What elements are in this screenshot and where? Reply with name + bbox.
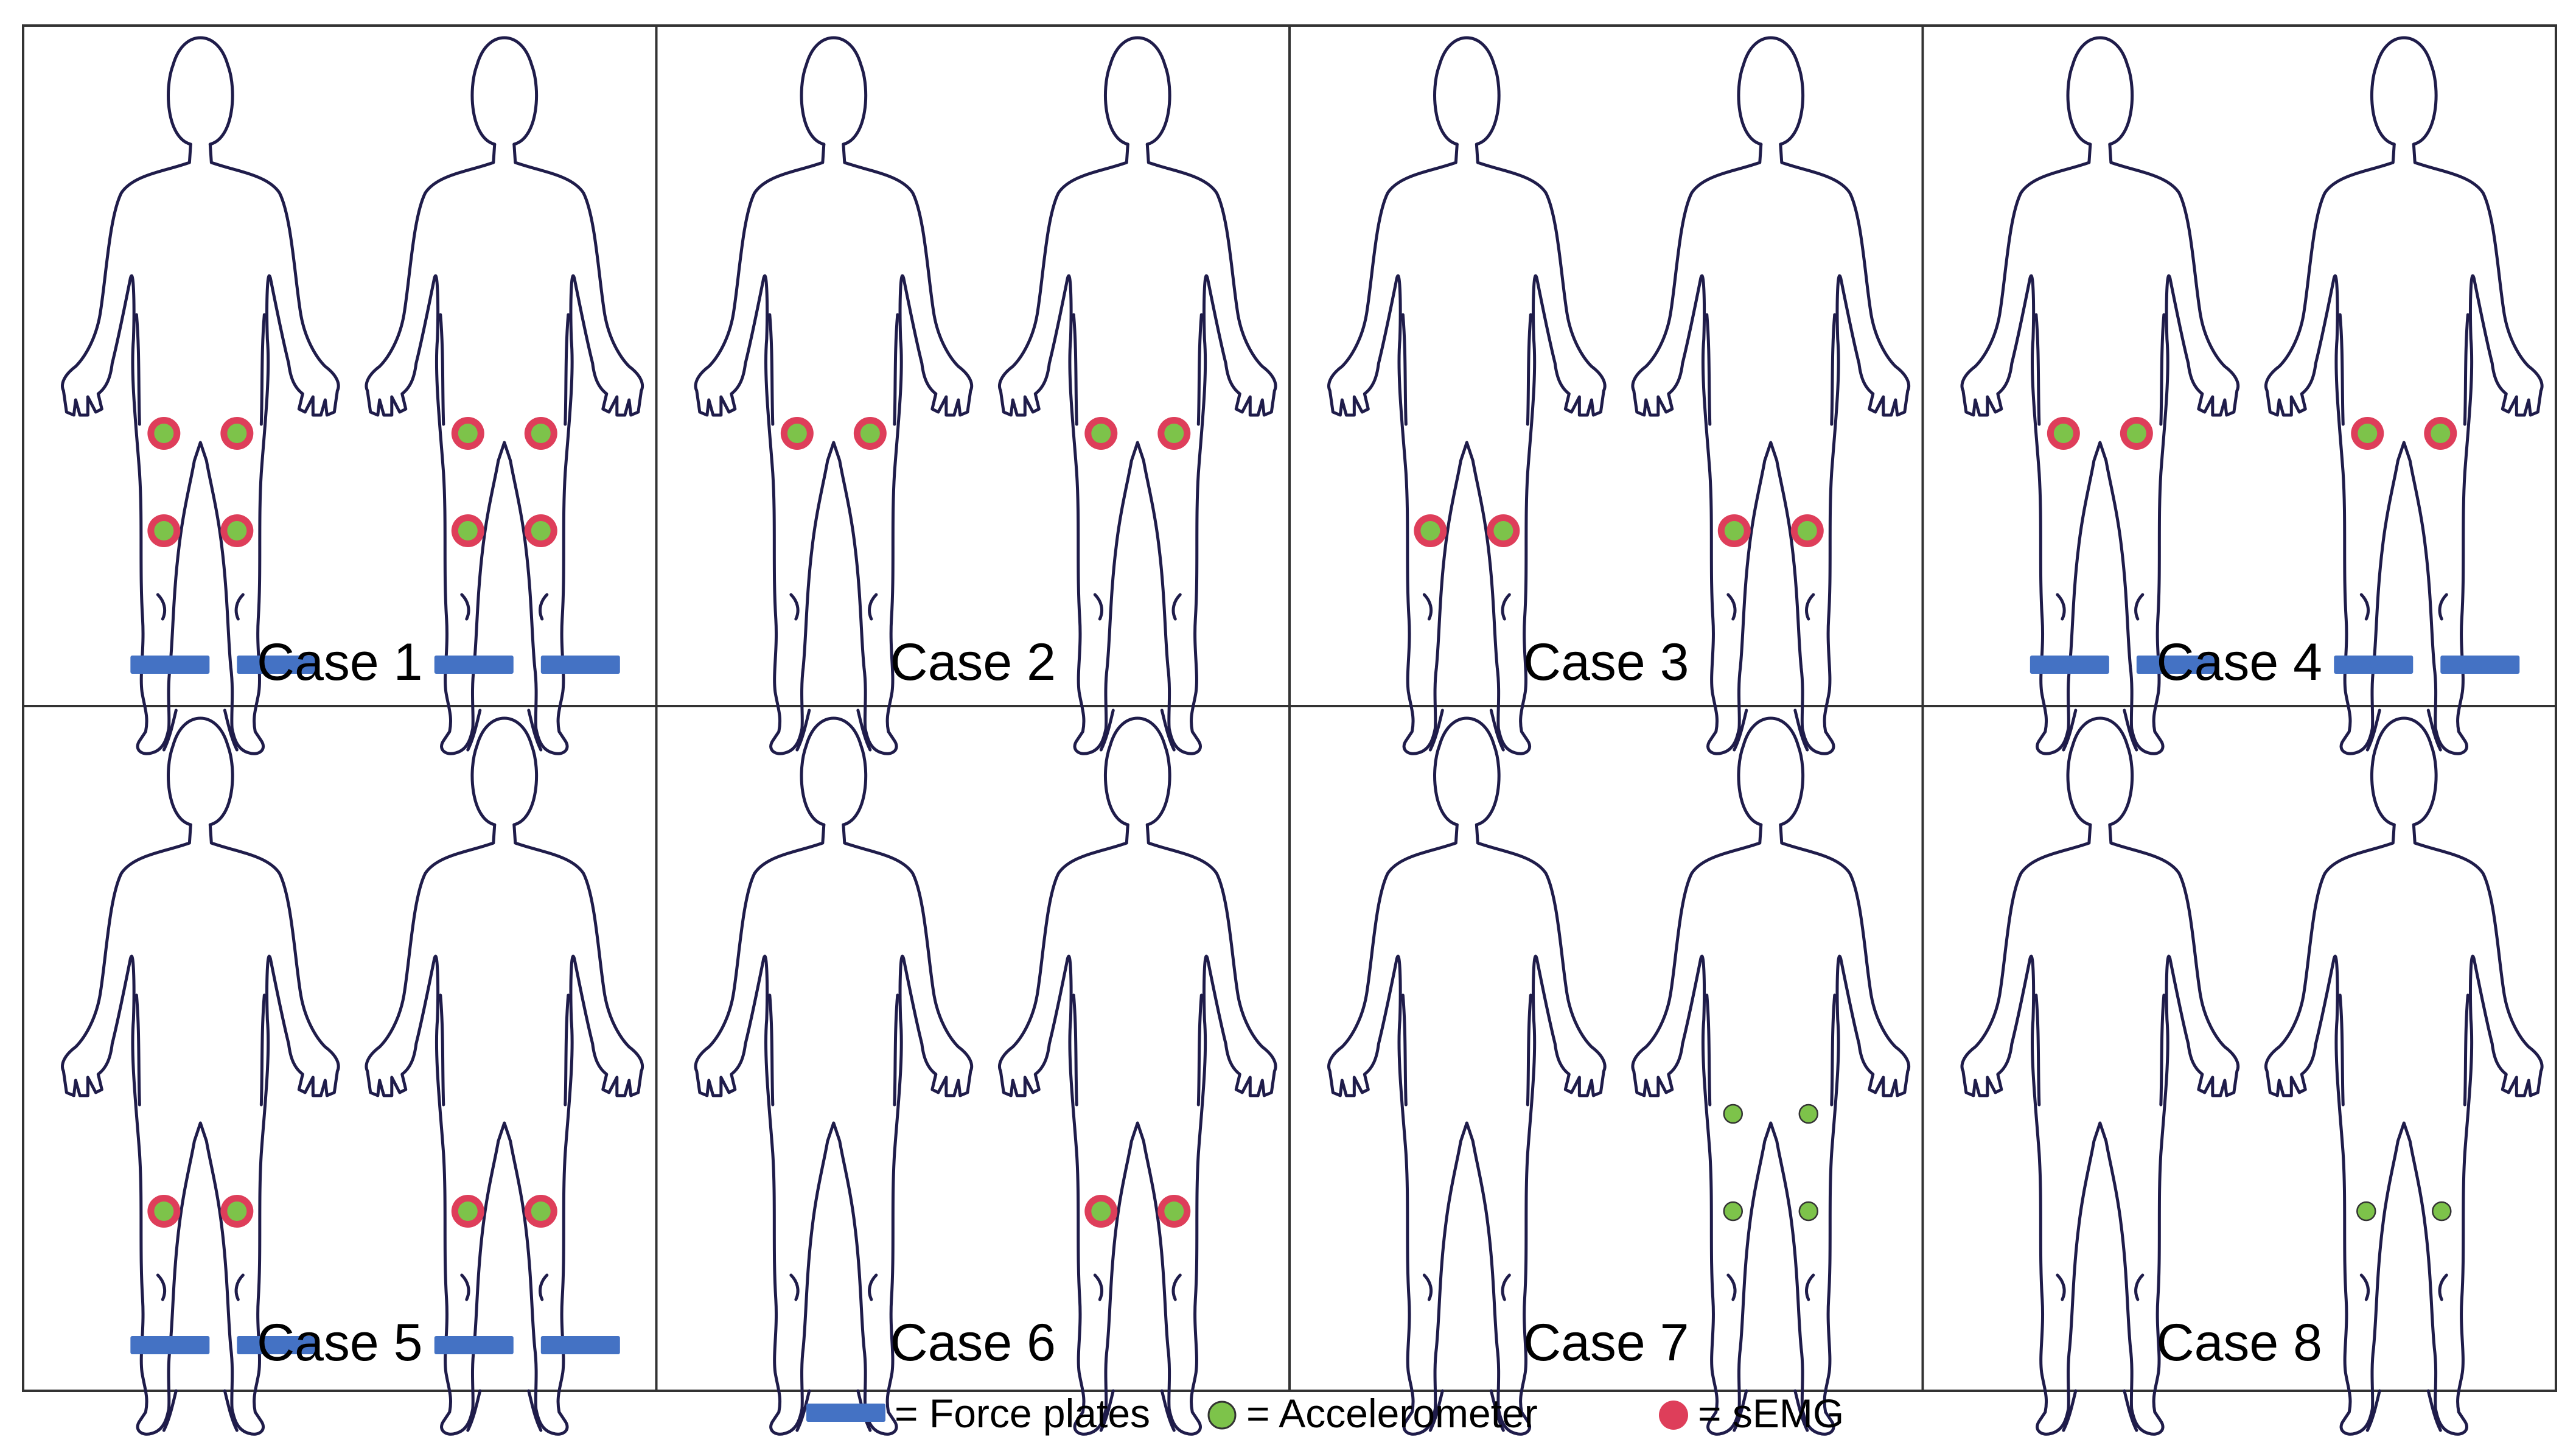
semg-accelerometer-marker (220, 417, 254, 450)
force-plate (237, 656, 316, 674)
semg-accelerometer-marker (451, 514, 484, 547)
back-body-figure (2266, 38, 2542, 754)
accelerometer-marker (2356, 1201, 2376, 1222)
semg-accelerometer-marker (2424, 417, 2457, 450)
semg-accelerometer-marker (1717, 514, 1751, 547)
accelerometer-marker (1798, 1103, 1819, 1124)
legend-accelerometer-swatch (1207, 1401, 1237, 1430)
legend-accelerometer-label: = Accelerometer (1246, 1391, 1538, 1436)
semg-accelerometer-marker (524, 1195, 557, 1228)
semg-accelerometer-marker (2351, 417, 2384, 450)
case-panel: Case 5 (63, 718, 643, 1434)
semg-accelerometer-marker (1790, 514, 1824, 547)
semg-accelerometer-marker (147, 417, 181, 450)
accelerometer-marker (1723, 1201, 1744, 1222)
legend-semg-label: = sEMG (1698, 1391, 1844, 1436)
force-plate (237, 1336, 316, 1354)
force-plate (434, 1336, 514, 1354)
legend: = Force plates = Accelerometer = sEMG (806, 1391, 1844, 1436)
semg-accelerometer-marker (2120, 417, 2153, 450)
case-label: Case 1 (257, 633, 423, 691)
force-plate (2334, 656, 2414, 674)
semg-accelerometer-marker (1084, 1195, 1118, 1228)
case-label: Case 5 (257, 1313, 423, 1372)
semg-accelerometer-marker (451, 1195, 484, 1228)
case-label: Case 4 (2157, 633, 2323, 691)
back-body-figure (366, 718, 643, 1434)
semg-accelerometer-marker (1157, 417, 1191, 450)
semg-accelerometer-marker (147, 514, 181, 547)
front-body-figure (63, 718, 339, 1434)
semg-accelerometer-marker (524, 514, 557, 547)
front-body-figure (63, 38, 339, 754)
front-body-figure (1962, 38, 2238, 754)
legend-force-plates-label: = Force plates (895, 1391, 1150, 1436)
case-panel: Case 1 (63, 38, 643, 754)
force-plate (130, 1336, 210, 1354)
legend-force-plate-swatch (806, 1404, 885, 1422)
legend-semg-swatch (1659, 1401, 1688, 1430)
case-panels: Case 1 Case 2 Case 3 Case 4 Case 5 Case 6 Case… (63, 38, 2543, 1434)
semg-accelerometer-marker (1157, 1195, 1191, 1228)
back-body-figure (999, 38, 1276, 754)
force-plate (540, 1336, 620, 1354)
case-panel: Case 8 (1962, 718, 2542, 1434)
case-label: Case 8 (2157, 1313, 2323, 1372)
back-body-figure (366, 38, 643, 754)
case-panel: Case 7 (1329, 718, 1909, 1434)
back-body-figure (2266, 718, 2542, 1434)
case-panel: Case 2 (696, 38, 1276, 754)
force-plate (130, 656, 210, 674)
semg-accelerometer-marker (2047, 417, 2080, 450)
case-label: Case 7 (1523, 1313, 1689, 1372)
semg-accelerometer-marker (1487, 514, 1520, 547)
back-body-figure (999, 718, 1276, 1434)
semg-accelerometer-marker (220, 514, 254, 547)
force-plate (2030, 656, 2109, 674)
back-body-figure (1633, 718, 1909, 1434)
case-panel: Case 3 (1329, 38, 1909, 754)
accelerometer-marker (1723, 1103, 1744, 1124)
semg-accelerometer-marker (1084, 417, 1118, 450)
semg-accelerometer-marker (1414, 514, 1447, 547)
front-body-figure (1329, 38, 1605, 754)
semg-accelerometer-marker (220, 1195, 254, 1228)
force-plate (2440, 656, 2520, 674)
case-panel: Case 6 (696, 718, 1276, 1434)
case-label: Case 2 (890, 633, 1056, 691)
case-label: Case 3 (1523, 633, 1689, 691)
case-panel: Case 4 (1962, 38, 2542, 754)
semg-accelerometer-marker (147, 1195, 181, 1228)
back-body-figure (1633, 38, 1909, 754)
force-plate (540, 656, 620, 674)
accelerometer-marker (1798, 1201, 1819, 1222)
panel-grid (22, 24, 2557, 1392)
force-plate (2136, 656, 2216, 674)
semg-accelerometer-marker (853, 417, 887, 450)
force-plate (434, 656, 514, 674)
accelerometer-marker (2432, 1201, 2452, 1222)
front-body-figure (696, 38, 972, 754)
case-label: Case 6 (890, 1313, 1056, 1372)
semg-accelerometer-marker (780, 417, 814, 450)
semg-accelerometer-marker (524, 417, 557, 450)
semg-accelerometer-marker (451, 417, 484, 450)
